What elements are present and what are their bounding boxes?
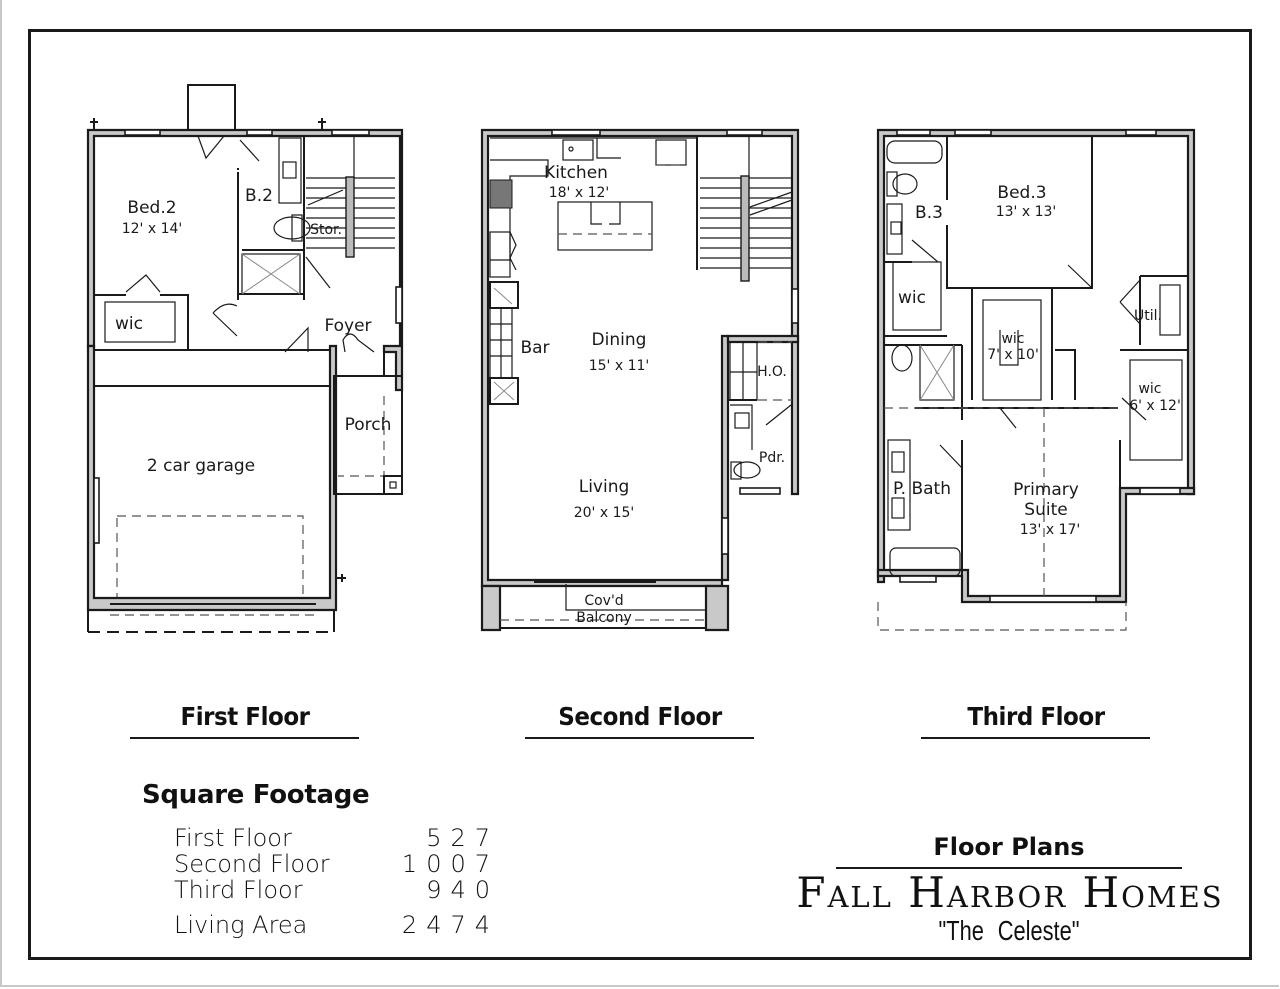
room-label-utility: Util. bbox=[1134, 308, 1162, 324]
room-label-bar: Bar bbox=[520, 338, 549, 358]
model-name: "The Celeste" bbox=[938, 915, 1080, 946]
heading-underline bbox=[921, 737, 1150, 739]
room-dims-wic-primary-a: 7' x 10' bbox=[987, 347, 1039, 363]
room-label-living: Living bbox=[579, 477, 630, 497]
sqft-label: Third Floor bbox=[174, 876, 303, 904]
heading-second-floor: Second Floor bbox=[558, 702, 722, 731]
room-label-foyer: Foyer bbox=[324, 316, 371, 336]
sqft-label: Second Floor bbox=[174, 850, 330, 878]
room-label-bed3: Bed.3 bbox=[997, 183, 1046, 203]
sqft-label: Living Area bbox=[174, 911, 308, 939]
room-label-suite: Suite bbox=[1024, 500, 1067, 520]
room-label-powder: Pdr. bbox=[759, 450, 785, 466]
room-label-dining: Dining bbox=[592, 330, 647, 350]
sqft-row-living-area: Living Area 2474 bbox=[174, 912, 490, 938]
room-label-bed2: Bed.2 bbox=[127, 198, 176, 218]
room-label-wic-primary-a: wic bbox=[1001, 331, 1024, 347]
third-floor-plan bbox=[876, 128, 1196, 631]
sheet-border bbox=[28, 29, 1252, 960]
room-dims-bed2: 12' x 14' bbox=[122, 221, 183, 237]
room-label-wic-bed3: wic bbox=[898, 288, 926, 308]
room-dims-primary-suite: 13' x 17' bbox=[1020, 522, 1081, 538]
room-label-storage: Stor. bbox=[310, 222, 342, 238]
room-labels: Bed.2 12' x 14' B.2 Stor. wic Foyer Porc… bbox=[115, 163, 1181, 626]
square-footage-title: Square Footage bbox=[142, 780, 370, 810]
room-label-home-office: H.O. bbox=[757, 364, 787, 380]
room-label-kitchen: Kitchen bbox=[544, 163, 608, 183]
sqft-value: 940 bbox=[426, 876, 499, 904]
room-label-primary-bath: P. Bath bbox=[893, 479, 951, 499]
room-label-b3: B.3 bbox=[915, 203, 943, 223]
brand-name: Fall Harbor Homes bbox=[796, 868, 1224, 917]
sqft-value: 1007 bbox=[401, 850, 499, 878]
room-dims-wic-primary-b: 6' x 12' bbox=[1129, 398, 1181, 414]
floor-plans-title: Floor Plans bbox=[933, 833, 1085, 861]
room-dims-dining: 15' x 11' bbox=[589, 358, 650, 374]
sqft-row-third-floor: Third Floor 940 bbox=[174, 877, 490, 903]
room-label-b2: B.2 bbox=[245, 186, 273, 206]
second-floor-plan bbox=[480, 128, 800, 632]
room-dims-bed3: 13' x 13' bbox=[996, 204, 1057, 220]
sqft-value: 2474 bbox=[401, 911, 499, 939]
room-label-garage: 2 car garage bbox=[147, 456, 255, 476]
first-floor-plan bbox=[86, 84, 404, 633]
room-dims-kitchen: 18' x 12' bbox=[549, 185, 610, 201]
heading-underline bbox=[525, 737, 754, 739]
room-label-covered: Cov'd bbox=[584, 593, 623, 609]
room-label-wic: wic bbox=[115, 314, 143, 334]
room-label-wic-primary-b: wic bbox=[1138, 381, 1161, 397]
sqft-label: First Floor bbox=[174, 824, 292, 852]
room-dims-living: 20' x 15' bbox=[574, 505, 635, 521]
title-rule bbox=[836, 867, 1182, 869]
sqft-row-second-floor: Second Floor 1007 bbox=[174, 851, 490, 877]
room-label-primary: Primary bbox=[1013, 480, 1079, 500]
sqft-value: 527 bbox=[426, 824, 499, 852]
sqft-row-first-floor: First Floor 527 bbox=[174, 825, 490, 851]
room-label-porch: Porch bbox=[345, 415, 392, 435]
heading-first-floor: First Floor bbox=[180, 702, 310, 731]
heading-underline bbox=[130, 737, 359, 739]
room-label-balcony: Balcony bbox=[576, 610, 632, 626]
heading-third-floor: Third Floor bbox=[967, 702, 1105, 731]
